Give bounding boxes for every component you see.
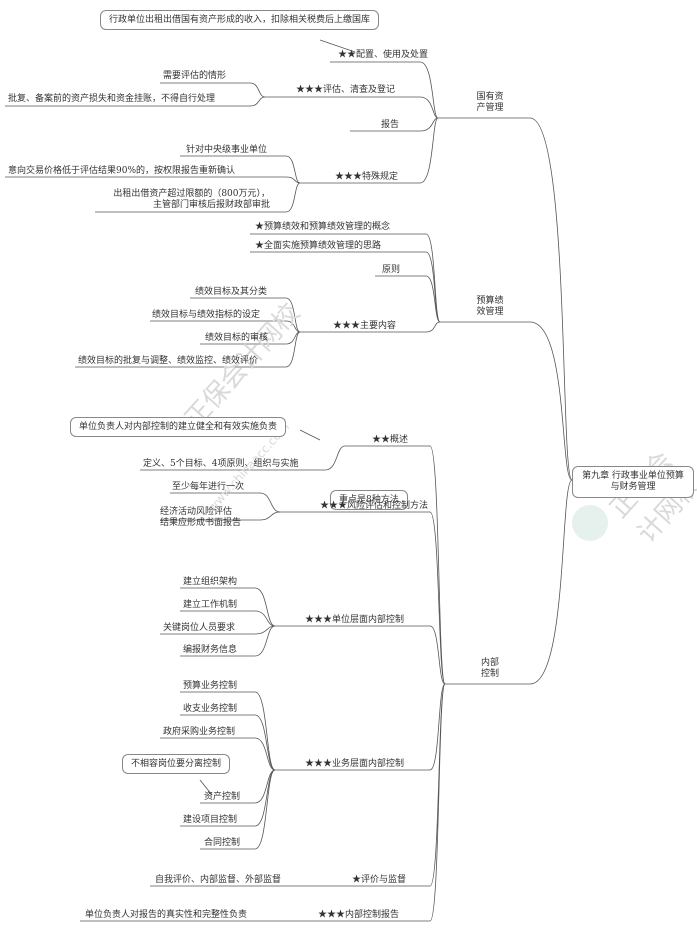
node-teshu-3-line2: 主管部门审核后报财政部审批 — [152, 200, 270, 210]
node-teshu-3[interactable]: 出租出借资产超过限额的（800万元）， 主管部门审核后报财政部审批 — [95, 189, 270, 211]
node-yewu-5[interactable]: 建设项目控制 — [183, 815, 238, 825]
node-fengxian-2-line2: 结果应形成书面报告 — [160, 518, 242, 528]
node-gainian[interactable]: ★预算绩效和预算绩效管理的概念 — [255, 222, 391, 232]
node-danwei[interactable]: ★★★单位层面内部控制 — [305, 615, 405, 625]
branch-guoyou[interactable]: 国有资 产管理 — [470, 92, 510, 114]
node-yewu-3[interactable]: 政府采购业务控制 — [163, 727, 236, 737]
root-line2: 与财务管理 — [610, 482, 656, 492]
branch-yusuan-line2: 效管理 — [476, 307, 504, 317]
peizhi-note: 行政单位出租出借国有资产形成的收入，扣除相关税费后上缴国库 — [100, 10, 380, 30]
fengxian-note: 重点是8种方法 — [330, 490, 408, 510]
node-silu[interactable]: ★全面实施预算绩效管理的思路 — [255, 241, 382, 251]
node-pinggu-1[interactable]: 需要评估的情形 — [163, 71, 227, 81]
node-baogao[interactable]: ★★★内部控制报告 — [318, 910, 400, 920]
node-danwei-2[interactable]: 建立工作机制 — [183, 600, 238, 610]
node-fengxian-2-line1: 经济活动风险评估 — [160, 507, 233, 517]
yewu-note: 不相容岗位要分离控制 — [122, 754, 231, 774]
node-teshu-3-line1: 出租出借资产超过限额的（800万元）， — [113, 189, 270, 199]
node-teshu-2[interactable]: 意向交易价格低于评估结果90%的，按权限报告重新确认 — [8, 166, 236, 176]
node-neirong-2[interactable]: 绩效目标与绩效指标的设定 — [152, 310, 261, 320]
node-danwei-3[interactable]: 关键岗位人员要求 — [163, 623, 236, 633]
edge-root-guoyou — [470, 117, 573, 481]
node-fengxian-1[interactable]: 至少每年进行一次 — [172, 482, 245, 492]
node-danwei-1[interactable]: 建立组织架构 — [183, 577, 238, 587]
gaishu-note: 单位负责人对内部控制的建立健全和有效实施负责 — [70, 417, 287, 437]
branch-guoyou-line2: 产管理 — [476, 103, 504, 113]
branch-guoyou-line1: 国有资 — [476, 92, 504, 102]
branch-yusuan[interactable]: 预算绩 效管理 — [470, 296, 510, 318]
branch-neibu[interactable]: 内部 控制 — [470, 658, 510, 680]
node-guoyou-baogao[interactable]: 报告 — [381, 120, 400, 130]
branch-yusuan-line1: 预算绩 — [476, 296, 504, 306]
node-neirong[interactable]: ★★★主要内容 — [333, 321, 397, 331]
branch-neibu-line1: 内部 — [480, 658, 499, 668]
node-neirong-4[interactable]: 绩效目标的批复与调整、绩效监控、绩效评价 — [78, 356, 259, 366]
node-teshu[interactable]: ★★★特殊规定 — [335, 172, 399, 182]
root-node[interactable]: 第九章 行政事业单位预算 与财务管理 — [572, 466, 694, 498]
node-fengxian[interactable]: ★★★风险评估和控制方法 — [320, 501, 429, 511]
node-baogao-1[interactable]: 单位负责人对报告的真实性和完整性负责 — [85, 910, 248, 920]
node-danwei-4[interactable]: 编报财务信息 — [183, 645, 238, 655]
node-teshu-1[interactable]: 针对中央级事业单位 — [186, 145, 268, 155]
node-fengxian-2[interactable]: 经济活动风险评估 结果应形成书面报告 — [160, 507, 241, 529]
branch-neibu-line2: 控制 — [480, 669, 499, 679]
node-gaishu-1[interactable]: 定义、5个目标、4项原则、组织与实施 — [143, 459, 299, 469]
node-neirong-3[interactable]: 绩效目标的审核 — [205, 333, 269, 343]
node-pinggu-2[interactable]: 批复、备案前的资产损失和资金挂账，不得自行处理 — [8, 94, 216, 104]
node-yewu-4[interactable]: 资产控制 — [204, 792, 241, 802]
node-yewu-2[interactable]: 收支业务控制 — [183, 704, 238, 714]
node-gaishu[interactable]: ★★概述 — [372, 435, 409, 445]
node-pingjia[interactable]: ★评价与监督 — [352, 875, 407, 885]
node-peizhi[interactable]: ★★配置、使用及处置 — [338, 50, 429, 60]
node-yewu[interactable]: ★★★业务层面内部控制 — [305, 759, 405, 769]
node-yuanze[interactable]: 原则 — [382, 265, 401, 275]
root-line1: 第九章 行政事业单位预算 — [582, 471, 684, 481]
node-yewu-1[interactable]: 预算业务控制 — [183, 681, 238, 691]
node-neirong-1[interactable]: 绩效目标及其分类 — [195, 287, 268, 297]
node-yewu-6[interactable]: 合同控制 — [204, 838, 241, 848]
node-pinggu[interactable]: ★★★评估、清查及登记 — [296, 85, 396, 95]
edge-root-neibu — [470, 479, 573, 685]
node-pingjia-1[interactable]: 自我评价、内部监督、外部监督 — [155, 875, 282, 885]
edge-root-yusuan — [470, 321, 573, 481]
